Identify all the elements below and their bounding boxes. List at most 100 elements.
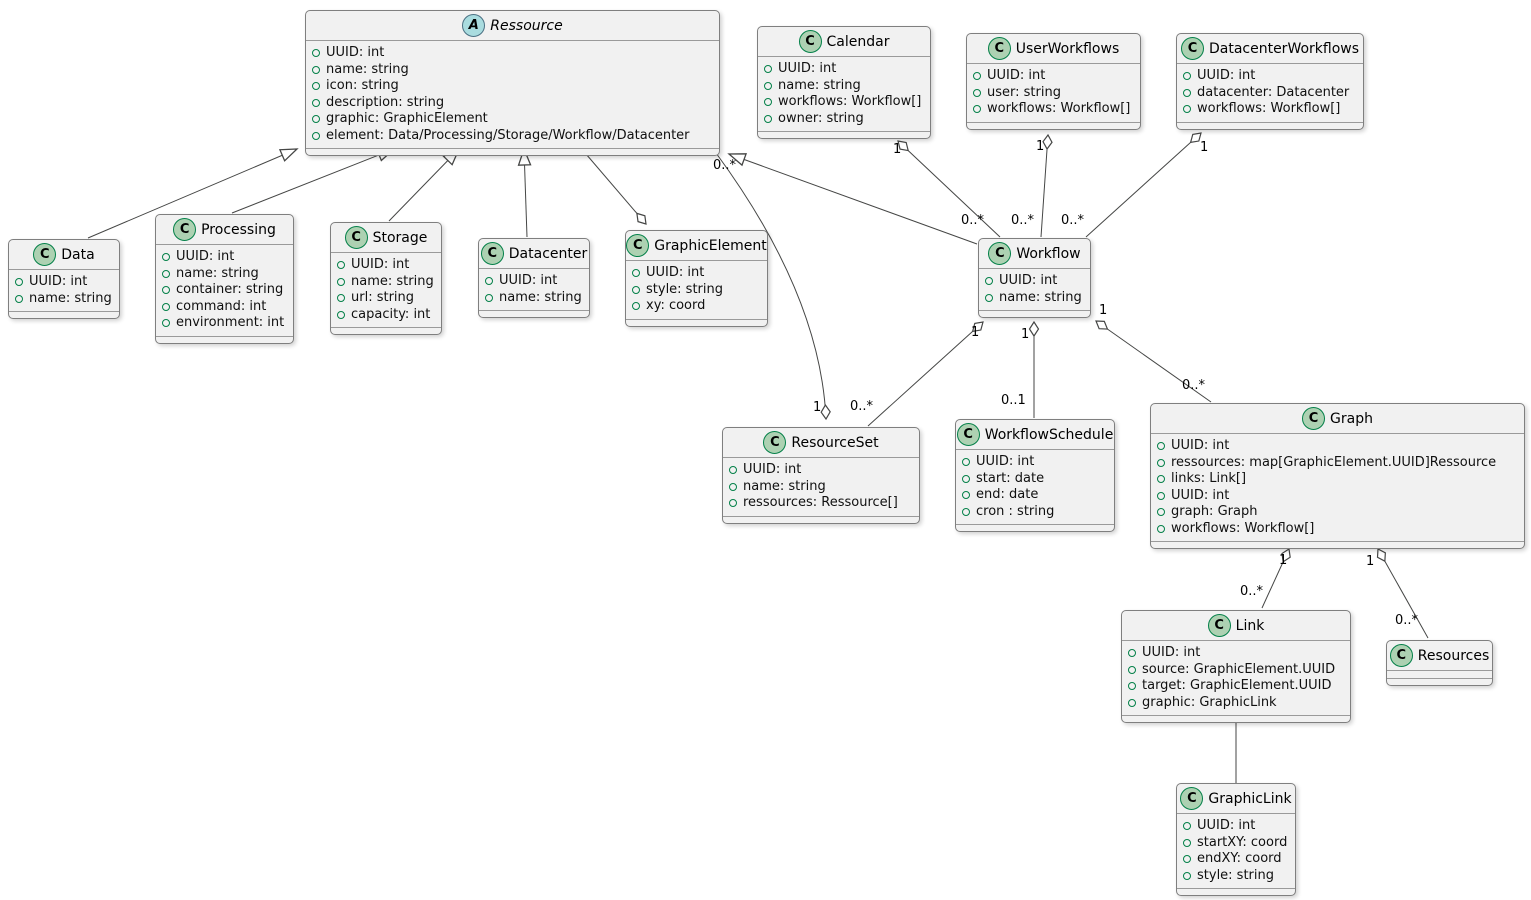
field-visibility-icon <box>1157 458 1165 467</box>
multiplicity-label: 1 <box>1099 303 1108 318</box>
attribute-text: workflows: Workflow[] <box>987 101 1131 116</box>
class-header: C GraphicElement <box>626 231 767 261</box>
class-data: C Data UUID: int name: string <box>8 239 120 319</box>
multiplicity-label: 0..1 <box>1001 393 1026 408</box>
attribute-text: url: string <box>351 290 415 305</box>
field-visibility-icon <box>632 302 640 311</box>
attribute-text: name: string <box>351 273 434 289</box>
attributes-compartment: UUID: int style: string xy: coord <box>626 261 767 320</box>
attribute-row: endXY: coord <box>1183 851 1287 868</box>
field-visibility-icon <box>1183 105 1191 114</box>
attribute-row: ressources: map[GraphicElement.UUID]Ress… <box>1157 455 1516 472</box>
class-title: DatacenterWorkflows <box>1208 40 1360 57</box>
multiplicity-label: 1 <box>971 325 980 340</box>
field-visibility-icon <box>312 131 320 140</box>
field-visibility-icon <box>1183 871 1191 880</box>
field-visibility-icon <box>973 72 981 81</box>
attribute-row: name: string <box>15 291 112 308</box>
attribute-text: UUID: int <box>976 454 1035 469</box>
field-visibility-icon <box>973 105 981 114</box>
attribute-text: UUID: int <box>778 61 837 76</box>
class-resources: C Resources <box>1386 640 1493 686</box>
field-visibility-icon <box>162 302 170 311</box>
field-visibility-icon <box>729 499 737 508</box>
field-visibility-icon <box>15 294 23 303</box>
multiplicity-label: 0..* <box>713 158 737 173</box>
attributes-compartment: UUID: int name: string container: string… <box>156 245 293 337</box>
class-header: C Graph <box>1151 404 1524 434</box>
class-link: C Link UUID: int source: GraphicElement.… <box>1121 610 1351 723</box>
attribute-text: UUID: int <box>29 274 88 289</box>
attribute-row: name: string <box>985 290 1082 307</box>
class-graphiclink: C GraphicLink UUID: int startXY: coord e… <box>1176 783 1296 896</box>
field-visibility-icon <box>1183 855 1191 864</box>
multiplicity-label: 0..* <box>1240 584 1264 599</box>
class-icon: C <box>1180 787 1204 810</box>
class-icon: C <box>173 218 197 241</box>
class-icon: C <box>987 37 1011 60</box>
field-visibility-icon <box>312 115 320 124</box>
methods-compartment <box>1122 716 1350 722</box>
attribute-row: workflows: Workflow[] <box>764 94 922 111</box>
attribute-row: start: date <box>962 471 1106 488</box>
attribute-row: UUID: int <box>337 257 433 274</box>
field-visibility-icon <box>337 261 345 270</box>
class-title: Datacenter <box>508 245 588 262</box>
attributes-compartment: UUID: int name: string url: string capac… <box>331 253 441 328</box>
attribute-row: UUID: int <box>1183 818 1287 835</box>
attributes-compartment <box>1387 671 1492 679</box>
attribute-text: ressources: map[GraphicElement.UUID]Ress… <box>1171 454 1497 470</box>
attributes-compartment: UUID: int user: string workflows: Workfl… <box>967 64 1140 123</box>
attribute-row: UUID: int <box>985 273 1082 290</box>
attribute-row: graphic: GraphicLink <box>1128 695 1342 712</box>
class-title: GraphicLink <box>1208 790 1292 807</box>
field-visibility-icon <box>15 278 23 287</box>
class-header: A Ressource <box>306 11 719 41</box>
attribute-row: workflows: Workflow[] <box>1157 521 1516 538</box>
field-visibility-icon <box>485 277 493 286</box>
multiplicity-label: 1 <box>813 400 822 415</box>
class-processing: C Processing UUID: int name: string cont… <box>155 214 294 344</box>
attribute-text: UUID: int <box>1142 645 1201 660</box>
attribute-row: name: string <box>485 290 582 307</box>
class-icon: C <box>344 226 368 249</box>
attribute-row: name: string <box>729 479 911 496</box>
multiplicity-label: 0..* <box>1061 213 1085 228</box>
class-graphicelement: C GraphicElement UUID: int style: string… <box>625 230 768 327</box>
attribute-text: style: string <box>646 281 724 297</box>
class-title: GraphicElement <box>654 237 767 254</box>
abstract-class-icon: A <box>462 14 486 37</box>
class-datacenter: C Datacenter UUID: int name: string <box>478 238 590 318</box>
multiplicity-label: 0..* <box>1011 213 1035 228</box>
attribute-text: start: date <box>976 470 1045 486</box>
class-ressource: A Ressource UUID: int name: string icon:… <box>305 10 720 156</box>
field-visibility-icon <box>1157 491 1165 500</box>
field-visibility-icon <box>1128 682 1136 691</box>
attribute-text: UUID: int <box>646 265 705 280</box>
field-visibility-icon <box>962 507 970 516</box>
class-title: Data <box>61 246 95 263</box>
attribute-text: UUID: int <box>1171 438 1230 453</box>
attribute-text: source: GraphicElement.UUID <box>1142 661 1336 677</box>
methods-compartment <box>979 311 1090 317</box>
attributes-compartment: UUID: int datacenter: Datacenter workflo… <box>1177 64 1363 123</box>
attribute-text: UUID: int <box>1197 68 1256 83</box>
class-icon: C <box>626 234 650 257</box>
field-visibility-icon <box>962 458 970 467</box>
class-calendar: C Calendar UUID: int name: string workfl… <box>757 26 931 139</box>
attribute-text: cron : string <box>976 503 1055 519</box>
class-title: Link <box>1235 617 1265 634</box>
attribute-text: name: string <box>778 77 861 93</box>
field-visibility-icon <box>337 277 345 286</box>
attribute-row: UUID: int <box>312 45 711 62</box>
methods-compartment <box>331 328 441 334</box>
attributes-compartment: UUID: int name: string <box>9 270 119 312</box>
attribute-text: datacenter: Datacenter <box>1197 84 1350 100</box>
class-header: C GraphicLink <box>1177 784 1295 814</box>
multiplicity-label: 1 <box>1366 554 1375 569</box>
attribute-text: user: string <box>987 84 1061 100</box>
edge-storage-extends-ressource <box>388 147 461 222</box>
edge-processing-extends-ressource <box>231 148 396 214</box>
attribute-row: workflows: Workflow[] <box>1183 101 1355 118</box>
class-resourceset: C ResourceSet UUID: int name: string res… <box>722 427 920 524</box>
